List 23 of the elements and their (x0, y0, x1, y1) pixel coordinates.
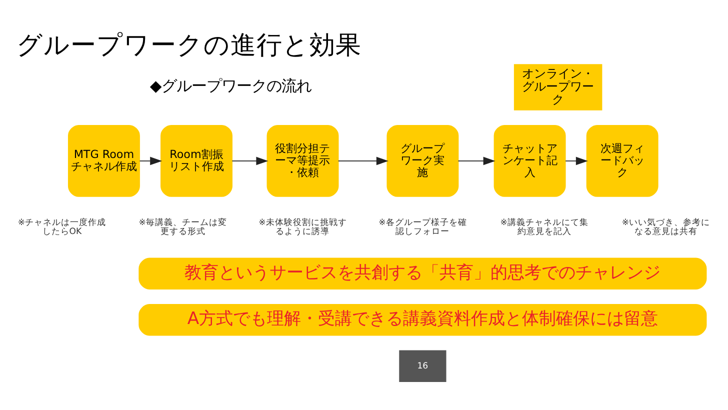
node-box: A方式でも理解・受講できる講義資料作成と体制確保には留意 (138, 304, 707, 336)
node-box: 教育というサービスを共創する「共育」的思考でのチャレンジ (138, 257, 707, 289)
node-label: ※講義チャネルにて集約意見を記入 (500, 217, 588, 237)
arrow (139, 156, 162, 165)
node-box: 次週フィードバック (586, 124, 658, 196)
arrow (458, 156, 496, 165)
node-label: ※いい気づき、参考になる意見は共有 (622, 217, 710, 237)
diagram-title: グループワークの進行と効果 (16, 30, 362, 60)
node-box: グループワーク実施 (386, 124, 459, 196)
node-label: ※チャネルは一度作成したらOK (18, 217, 106, 237)
node-label: ※未体験役割に挑戦するように誘導 (258, 217, 347, 237)
arrow (232, 156, 268, 165)
arrow (565, 156, 588, 165)
node-label: ※各グループ様子を確認しフォロー (378, 217, 467, 237)
node-box: 役割分担テーマ等提示・依頼 (266, 124, 339, 196)
label: オンライン・グループワーク (522, 66, 594, 106)
label: ◆グループワークの流れ (150, 76, 312, 95)
node-box: Room割振リスト作成 (160, 124, 232, 196)
node-label: ※毎講義、チームは変更する形式 (138, 217, 227, 237)
arrow (338, 156, 388, 165)
node-box: チャットアンケート記入 (494, 124, 566, 196)
label: 16 (417, 360, 428, 371)
node-box: MTG Roomチャネル作成 (68, 124, 140, 196)
